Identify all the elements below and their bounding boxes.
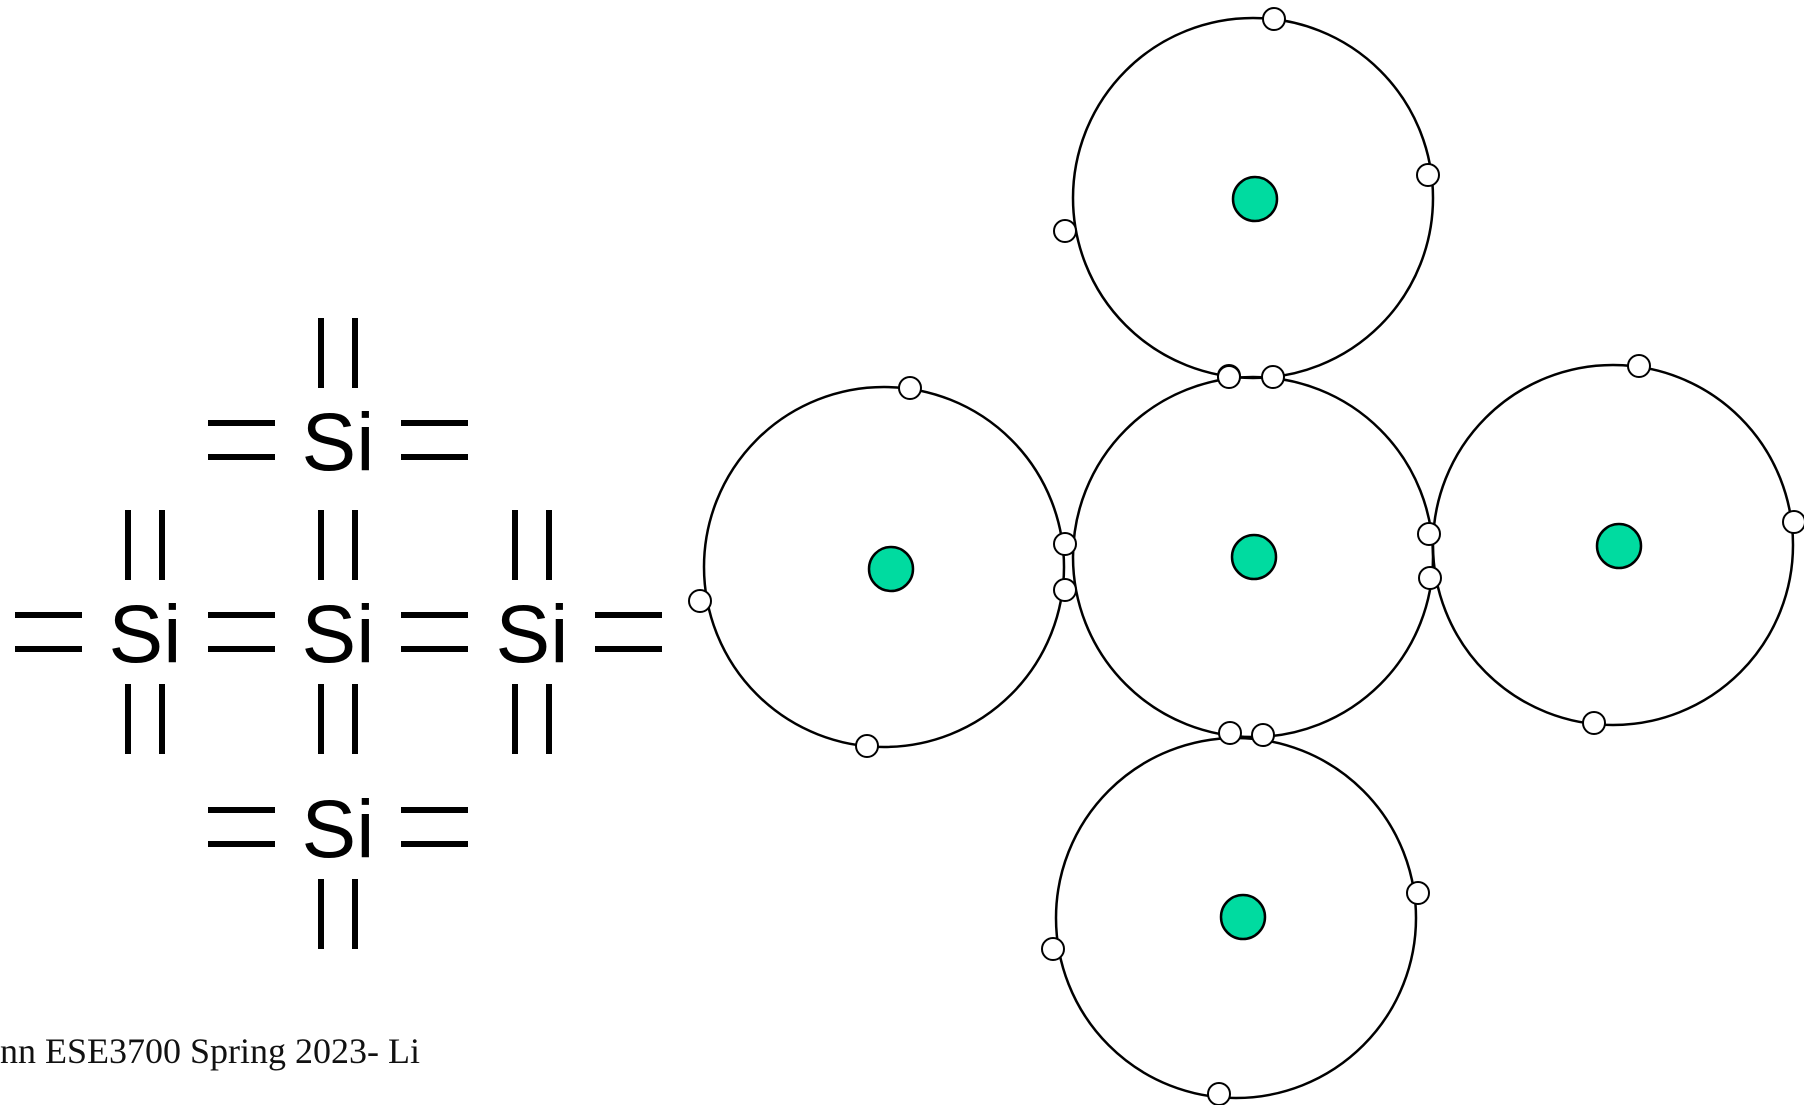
bohr-atom-center [1071,375,1435,739]
si-atom-top: Si [208,318,468,488]
valence-electron [1053,219,1077,243]
valence-electron [898,376,922,400]
valence-electron [1218,721,1242,745]
valence-electron [1782,510,1804,534]
valence-electron [1041,937,1065,961]
double-bond-left [208,420,275,460]
double-bond-up [512,510,552,580]
valence-electron [855,734,879,758]
valence-electron [1582,711,1606,735]
valence-electron [1261,365,1285,389]
double-bond-left [208,612,275,652]
si-symbol: Si [302,784,375,875]
valence-electron [1207,1082,1231,1105]
valence-electron [688,589,712,613]
double-bond-left [15,612,82,652]
double-bond-right [401,612,468,652]
double-bond-down [512,684,552,754]
si-symbol: Si [496,589,569,680]
double-bond-down [318,684,358,754]
double-bond-right [401,807,468,847]
double-bond-left [208,807,275,847]
valence-electron [1053,532,1077,556]
si-atom-left: Si [15,510,181,754]
valence-electron [1416,163,1440,187]
nucleus [1595,522,1643,570]
nucleus [1230,533,1278,581]
nucleus [1231,175,1279,223]
nucleus [1219,893,1267,941]
si-symbol: Si [302,589,375,680]
valence-electron [1217,365,1241,389]
valence-electron [1417,522,1441,546]
si-symbol: Si [109,589,182,680]
valence-electron [1262,7,1286,31]
double-bond-down [125,684,165,754]
double-bond-right [595,612,662,652]
nucleus [867,545,915,593]
bohr-atom-left [702,385,1066,749]
si-atom-right: Si [496,510,662,754]
valence-electron [1053,578,1077,602]
bohr-atom-bottom [1054,736,1418,1100]
si-atom-bottom: Si [208,784,468,949]
electron-shell [702,385,1066,749]
footer-credit: nn ESE3700 Spring 2023- Li [0,1031,420,1071]
valence-electron [1406,881,1430,905]
bohr-atom-top [1071,16,1435,380]
double-bond-up [125,510,165,580]
double-bond-right [401,420,468,460]
si-symbol: Si [302,397,375,488]
bohr-model-lattice [688,7,1804,1105]
valence-electron [1418,566,1442,590]
double-bond-up [318,510,358,580]
valence-electron [1627,354,1651,378]
valence-electrons [688,7,1804,1105]
bohr-atom-right [1431,363,1795,727]
double-bond-down [318,879,358,949]
double-bond-up [318,318,358,388]
valence-electron [1251,723,1275,747]
si-atom-center: Si [208,510,468,754]
